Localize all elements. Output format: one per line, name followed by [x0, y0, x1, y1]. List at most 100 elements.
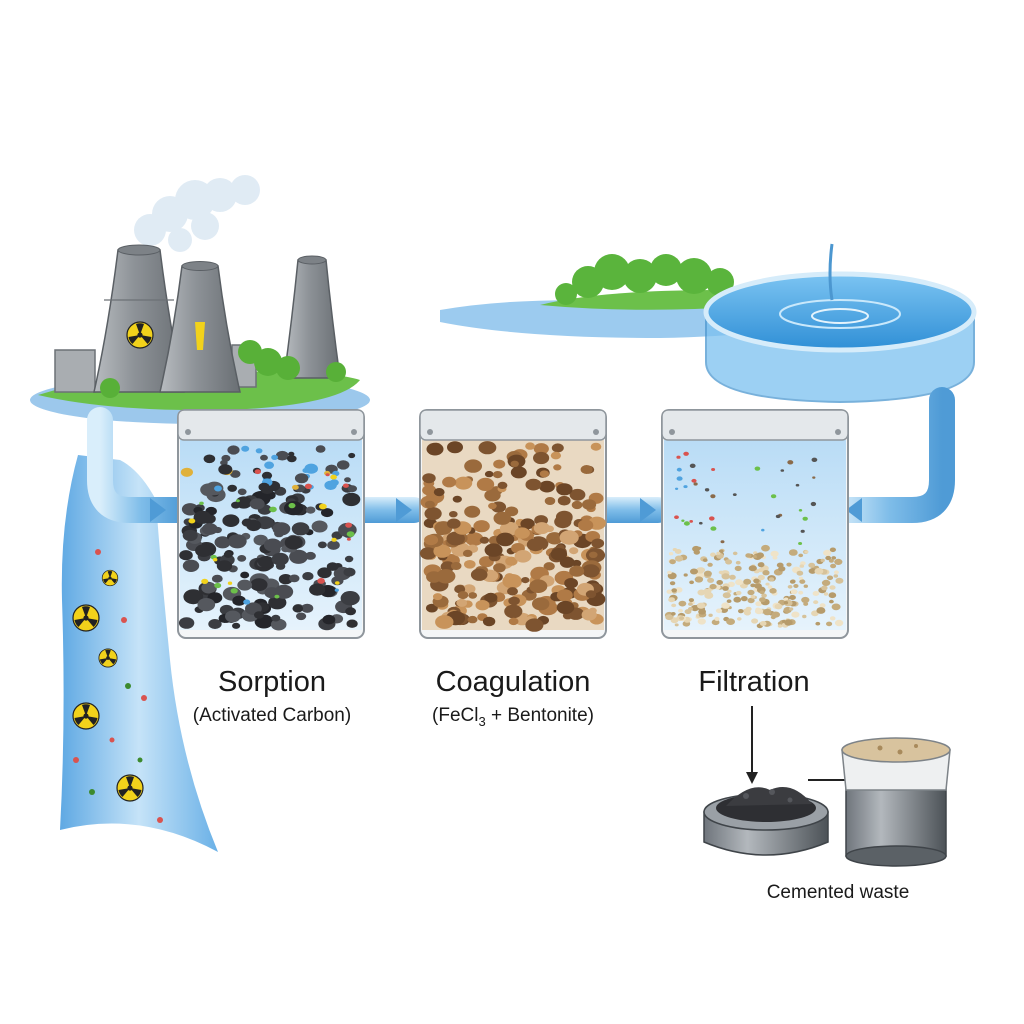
particle — [237, 579, 253, 591]
particle — [693, 482, 698, 486]
particle — [823, 592, 829, 596]
particle — [464, 505, 481, 518]
particle — [719, 549, 724, 553]
particle — [456, 598, 468, 607]
particle — [499, 521, 519, 536]
particle — [514, 527, 530, 539]
particle — [757, 562, 765, 568]
particle — [433, 544, 452, 558]
particle — [734, 565, 742, 572]
particle — [812, 591, 820, 596]
particle — [674, 555, 684, 562]
particle — [493, 563, 506, 573]
particle — [492, 471, 503, 479]
particle — [475, 600, 490, 611]
sorption-title: Sorption — [217, 666, 326, 698]
particle — [254, 611, 264, 619]
particle — [745, 553, 752, 558]
particle — [666, 589, 673, 594]
particle — [470, 568, 488, 581]
particle — [227, 445, 240, 455]
particle — [271, 454, 278, 460]
particle — [769, 588, 777, 594]
particle — [720, 540, 725, 544]
particle — [343, 567, 356, 577]
particle — [249, 498, 265, 510]
particle — [753, 554, 758, 559]
particle — [261, 471, 273, 480]
particle — [447, 441, 463, 454]
particle — [305, 506, 316, 514]
particle — [665, 614, 674, 621]
particle — [802, 516, 808, 521]
particle — [292, 604, 304, 613]
particle — [345, 607, 356, 616]
particle — [214, 536, 231, 549]
particle — [284, 535, 303, 550]
particle — [203, 454, 216, 464]
particle — [551, 443, 564, 453]
particle — [681, 519, 685, 522]
particle — [699, 521, 703, 525]
particle — [345, 522, 352, 528]
particle — [504, 604, 523, 619]
particle — [780, 469, 785, 472]
waste-drum-icon — [841, 737, 951, 867]
particle — [223, 551, 233, 558]
particle — [721, 602, 730, 609]
particle — [225, 610, 241, 623]
particle — [707, 577, 715, 583]
particle — [526, 538, 545, 552]
particle — [447, 518, 461, 529]
particle — [759, 621, 767, 626]
particle — [539, 470, 550, 478]
particle — [580, 465, 593, 474]
particle — [331, 576, 344, 586]
particle — [424, 500, 435, 509]
particle — [821, 579, 831, 587]
particle — [201, 582, 217, 594]
particle — [237, 488, 247, 496]
particle — [683, 573, 688, 577]
particle — [672, 548, 678, 552]
particle — [442, 476, 457, 488]
particle — [211, 574, 223, 583]
particle — [828, 592, 837, 599]
particle — [433, 593, 443, 601]
particle — [559, 556, 575, 568]
particle — [581, 609, 597, 621]
coagulation-subtitle-subscript: 3 — [478, 713, 486, 729]
waste-output — [703, 706, 951, 867]
particle — [336, 460, 350, 470]
particle — [582, 499, 597, 510]
particle — [182, 529, 198, 542]
particle — [346, 619, 358, 628]
particle — [676, 455, 681, 459]
particle — [754, 466, 761, 471]
particle — [753, 578, 760, 584]
particle — [232, 595, 246, 606]
particle — [258, 555, 275, 568]
particle — [732, 493, 737, 496]
particle — [435, 615, 454, 629]
particle — [178, 617, 195, 629]
particle — [347, 485, 357, 493]
particle — [757, 574, 765, 581]
particle — [683, 521, 690, 526]
particle — [800, 529, 805, 533]
particle — [292, 484, 299, 490]
particle — [735, 560, 741, 565]
particle — [433, 488, 445, 497]
particle — [496, 532, 515, 547]
particle — [689, 463, 696, 468]
particle — [771, 611, 780, 618]
particle — [564, 578, 578, 589]
particle — [585, 590, 597, 599]
particle — [272, 522, 291, 536]
particle — [304, 463, 319, 474]
particle — [821, 585, 828, 591]
particle — [182, 559, 200, 572]
particle — [422, 473, 436, 484]
activated-carbon-bed — [178, 445, 361, 631]
particle — [317, 567, 332, 579]
